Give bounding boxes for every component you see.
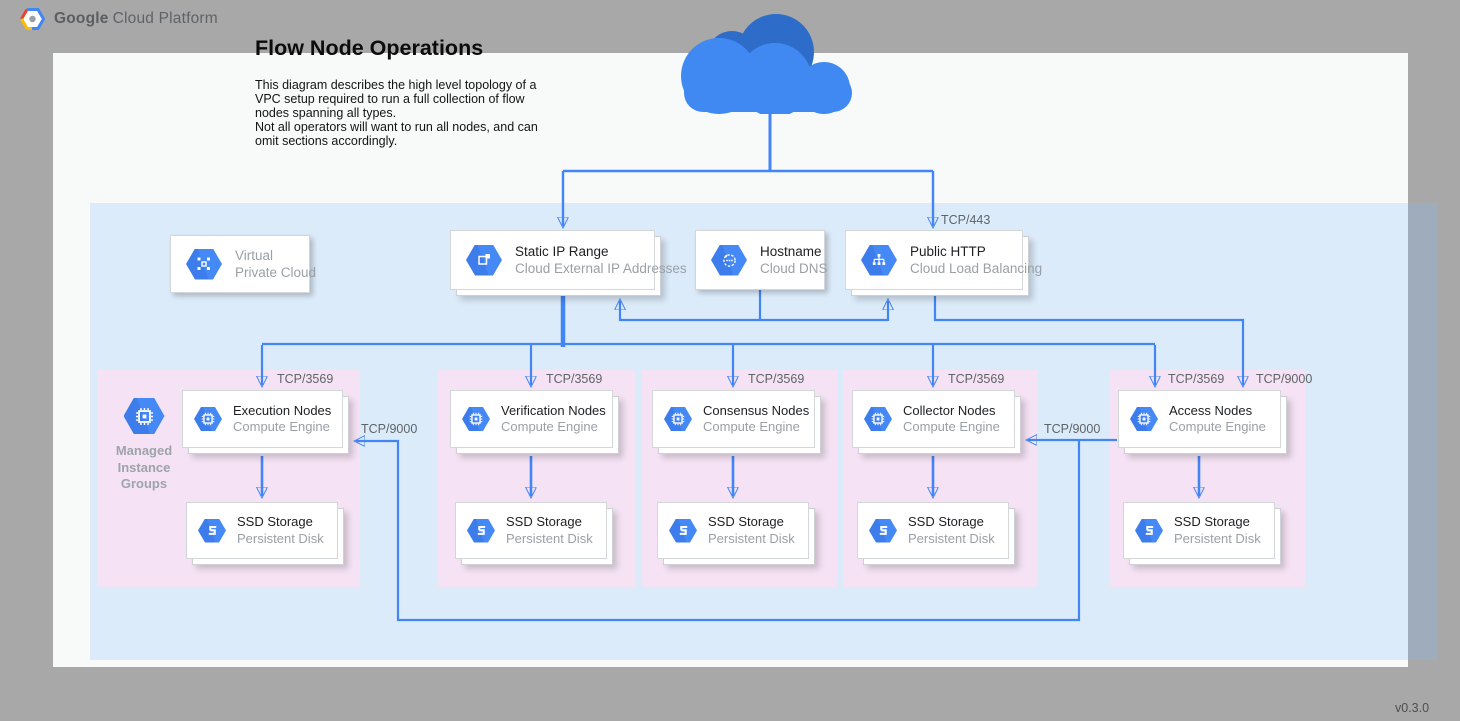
ssd-storage-subtitle: Persistent Disk (237, 530, 324, 546)
public-http-subtitle: Cloud Load Balancing (910, 261, 1043, 276)
card-virtual-private-cloud: Virtual Private Cloud (170, 235, 316, 293)
gcp-logo-icon (20, 8, 45, 30)
ssd-storage-subtitle: Persistent Disk (506, 530, 593, 546)
ssd-storage-subtitle: Persistent Disk (708, 530, 795, 546)
page-description: This diagram describes the high level to… (255, 78, 538, 148)
card-ssd-consensus: SSD Storage Persistent Disk (657, 502, 809, 559)
ssd-storage-title: SSD Storage (1174, 514, 1250, 529)
consensus-nodes-title: Consensus Nodes (703, 402, 810, 418)
persistent-disk-icon (198, 518, 226, 543)
hostname-title: Hostname (760, 244, 822, 259)
internet-cloud-icon (681, 14, 852, 114)
collector-nodes-subtitle: Compute Engine (903, 419, 1000, 434)
managed-instance-groups-badge: Managed Instance Groups (98, 398, 190, 493)
card-public-http: Public HTTP Cloud Load Balancing (845, 230, 1042, 290)
cloud-dns-icon (711, 244, 747, 276)
card-static-ip-range: Static IP Range Cloud External IP Addres… (450, 230, 687, 290)
version-label: v0.3.0 (1395, 701, 1430, 715)
managed-instance-groups-label: Managed Instance Groups (115, 443, 173, 491)
brand-google: Google (54, 10, 109, 27)
persistent-disk-icon (669, 518, 697, 543)
persistent-disk-icon (869, 518, 897, 543)
verification-nodes-title: Verification Nodes (501, 402, 606, 418)
port-label-tcp3569-collector: TCP/3569 (948, 372, 1005, 386)
port-label-tcp3569-access: TCP/3569 (1168, 372, 1225, 386)
verification-nodes-subtitle: Compute Engine (501, 419, 598, 434)
card-execution-nodes: Execution Nodes Compute Engine (182, 390, 343, 448)
ssd-storage-subtitle: Persistent Disk (908, 530, 995, 546)
brand-cloud-platform: Cloud Platform (112, 10, 218, 27)
compute-engine-icon (864, 407, 892, 431)
access-nodes-title: Access Nodes (1169, 402, 1253, 418)
port-label-tcp3569-consensus: TCP/3569 (748, 372, 805, 386)
execution-nodes-subtitle: Compute Engine (233, 419, 330, 434)
compute-engine-icon (123, 398, 165, 434)
compute-engine-icon (462, 407, 490, 431)
card-ssd-collector: SSD Storage Persistent Disk (857, 502, 1009, 559)
card-ssd-verification: SSD Storage Persistent Disk (455, 502, 607, 559)
port-label-tcp9000-collector: TCP/9000 (1044, 422, 1101, 436)
access-nodes-subtitle: Compute Engine (1169, 419, 1266, 434)
load-balancing-icon (861, 244, 897, 276)
public-http-title: Public HTTP (910, 244, 986, 259)
external-ip-icon (466, 244, 502, 276)
vpc-icon (186, 248, 222, 280)
page-title: Flow Node Operations (255, 36, 484, 60)
static-ip-subtitle: Cloud External IP Addresses (515, 261, 687, 276)
ssd-storage-title: SSD Storage (237, 514, 313, 529)
ssd-storage-title: SSD Storage (908, 514, 984, 529)
consensus-nodes-subtitle: Compute Engine (703, 419, 800, 434)
port-label-tcp3569-verification: TCP/3569 (546, 372, 603, 386)
port-label-tcp3569-execution: TCP/3569 (277, 372, 334, 386)
compute-engine-icon (664, 407, 692, 431)
card-access-nodes: Access Nodes Compute Engine (1118, 390, 1281, 448)
compute-engine-icon (1130, 407, 1158, 431)
ssd-storage-title: SSD Storage (708, 514, 784, 529)
execution-nodes-title: Execution Nodes (233, 402, 332, 418)
card-collector-nodes: Collector Nodes Compute Engine (852, 390, 1015, 448)
card-consensus-nodes: Consensus Nodes Compute Engine (652, 390, 815, 448)
persistent-disk-icon (1135, 518, 1163, 543)
vpc-card-title: Virtual (235, 248, 274, 263)
persistent-disk-icon (467, 518, 495, 543)
hostname-subtitle: Cloud DNS (760, 261, 828, 276)
compute-engine-icon (194, 407, 222, 431)
ssd-storage-title: SSD Storage (506, 514, 582, 529)
ssd-storage-subtitle: Persistent Disk (1174, 530, 1261, 546)
port-label-tcp9000-access: TCP/9000 (1256, 372, 1313, 386)
card-ssd-execution: SSD Storage Persistent Disk (186, 502, 338, 559)
card-hostname: Hostname Cloud DNS (695, 230, 828, 290)
collector-nodes-title: Collector Nodes (903, 402, 996, 418)
static-ip-title: Static IP Range (515, 244, 609, 259)
card-ssd-access: SSD Storage Persistent Disk (1123, 502, 1275, 559)
port-label-tcp443: TCP/443 (941, 213, 991, 227)
vpc-card-subtitle: Private Cloud (235, 265, 317, 280)
port-label-tcp9000-execution: TCP/9000 (361, 422, 418, 436)
card-verification-nodes: Verification Nodes Compute Engine (450, 390, 613, 448)
